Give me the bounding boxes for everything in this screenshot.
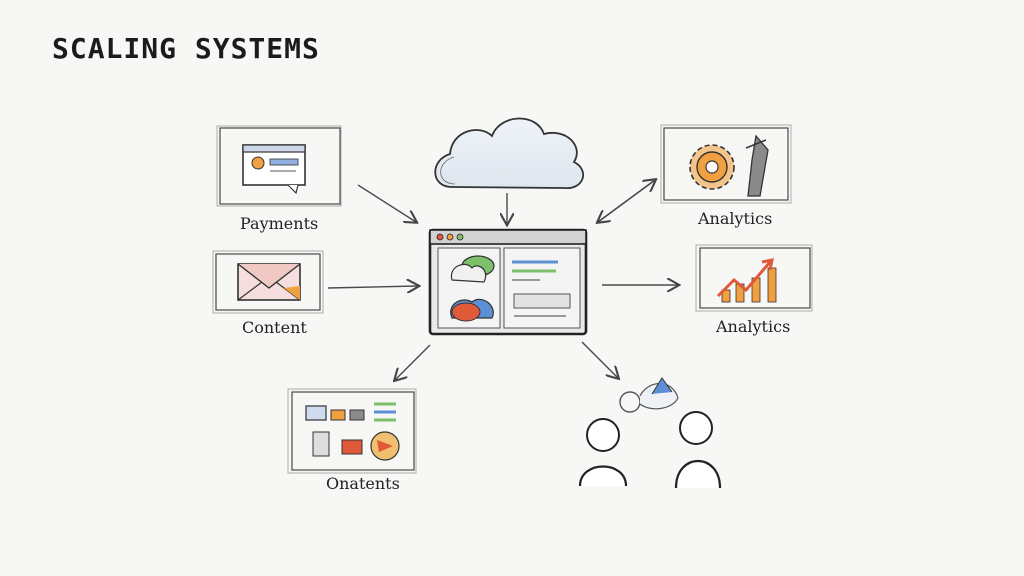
arrow-center-to-contents [395, 344, 431, 380]
two-people-talking-icon [578, 377, 722, 489]
payments-card [216, 125, 342, 207]
arrow-center-to-people [581, 341, 618, 378]
contents-card [287, 388, 417, 474]
arrow-analytics-top-back [598, 179, 656, 222]
content-card [212, 250, 324, 314]
contents-label: Onatents [326, 474, 400, 493]
analytics-right-card [695, 244, 813, 312]
growth-chart-icon [716, 258, 777, 303]
content-label: Content [242, 318, 307, 337]
browser-window-icon [428, 228, 588, 336]
arrow-payments-to-center [357, 184, 416, 222]
connector-arrows [327, 179, 678, 380]
payment-window-icon [242, 144, 306, 195]
analytics-top-label: Analytics [698, 209, 773, 228]
media-grid-icon [305, 402, 400, 461]
gear-and-tools-icon [689, 134, 769, 197]
analytics-top-card [660, 124, 792, 204]
envelope-icon [237, 263, 301, 301]
page-title: SCALING SYSTEMS [52, 32, 320, 65]
analytics-right-label: Analytics [716, 317, 791, 336]
arrow-content-to-center [327, 286, 418, 288]
cloud-icon [434, 117, 585, 189]
payments-label: Payments [240, 214, 319, 233]
